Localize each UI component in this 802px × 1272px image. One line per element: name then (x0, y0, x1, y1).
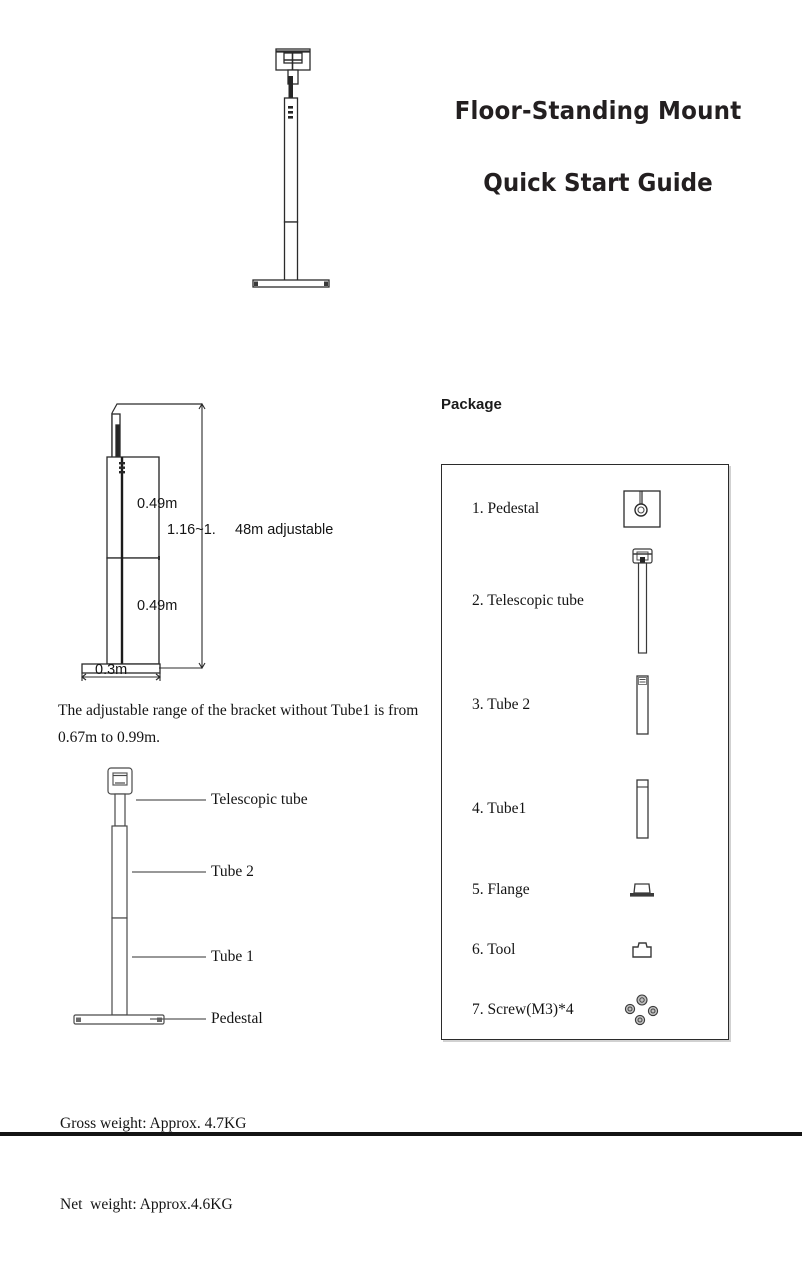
package-item-label: 7. Screw(M3)*4 (472, 1001, 574, 1018)
package-item-label: 5. Flange (472, 881, 530, 898)
dimension-total-range-value: 1.16~1. (167, 522, 216, 538)
tool-icon (597, 939, 687, 961)
gross-weight: Gross weight: Approx. 4.7KG (60, 1115, 247, 1132)
dimension-diagram (81, 402, 206, 681)
package-heading: Package (441, 396, 502, 413)
callout-label-tube-1: Tube 1 (211, 948, 254, 965)
page-bottom-bar (0, 1132, 802, 1136)
tube2-icon (597, 674, 687, 736)
package-contents-box: 1. Pedestal 2. Telescopic tube (441, 464, 729, 1040)
dimension-upper-segment: 0.49m (137, 496, 178, 512)
dimension-total-range-unit: 48m adjustable (235, 522, 334, 538)
manual-page: Floor-Standing Mount Quick Start Guide (0, 48, 802, 1213)
page-subtitle: Quick Start Guide (483, 168, 713, 197)
callout-label-pedestal: Pedestal (211, 1010, 263, 1027)
pedestal-icon (597, 487, 687, 531)
package-item-label: 6. Tool (472, 941, 516, 958)
package-item-label: 2. Telescopic tube (472, 592, 584, 609)
package-item-label: 3. Tube 2 (472, 696, 531, 713)
package-item-label: 4. Tube1 (472, 800, 527, 817)
adjustable-range-note: The adjustable range of the bracket with… (58, 697, 428, 751)
note-line-1: The adjustable range of the bracket with… (58, 702, 385, 719)
tube1-icon (597, 778, 687, 840)
flange-icon (597, 879, 687, 901)
callout-label-tube-2: Tube 2 (211, 863, 254, 880)
telescopic-tube-icon (597, 547, 687, 655)
dimension-lower-segment: 0.49m (137, 598, 178, 614)
title-block: Floor-Standing Mount Quick Start Guide (418, 96, 778, 197)
package-item-label: 1. Pedestal (472, 500, 540, 517)
note-line-2: from 0.67m to 0.99m. (58, 702, 419, 746)
screw-icon (597, 991, 687, 1029)
page-title: Floor-Standing Mount (454, 96, 742, 125)
callout-label-telescopic-tube: Telescopic tube (211, 791, 308, 808)
parts-callout-illustration (73, 767, 206, 1025)
weight-info: Gross weight: Approx. 4.7KG Net weight: … (60, 1056, 246, 1272)
dimension-base-width: 0.3m (95, 662, 128, 678)
net-weight: Net weight: Approx.4.6KG (60, 1196, 233, 1213)
hero-product-illustration (252, 48, 330, 288)
